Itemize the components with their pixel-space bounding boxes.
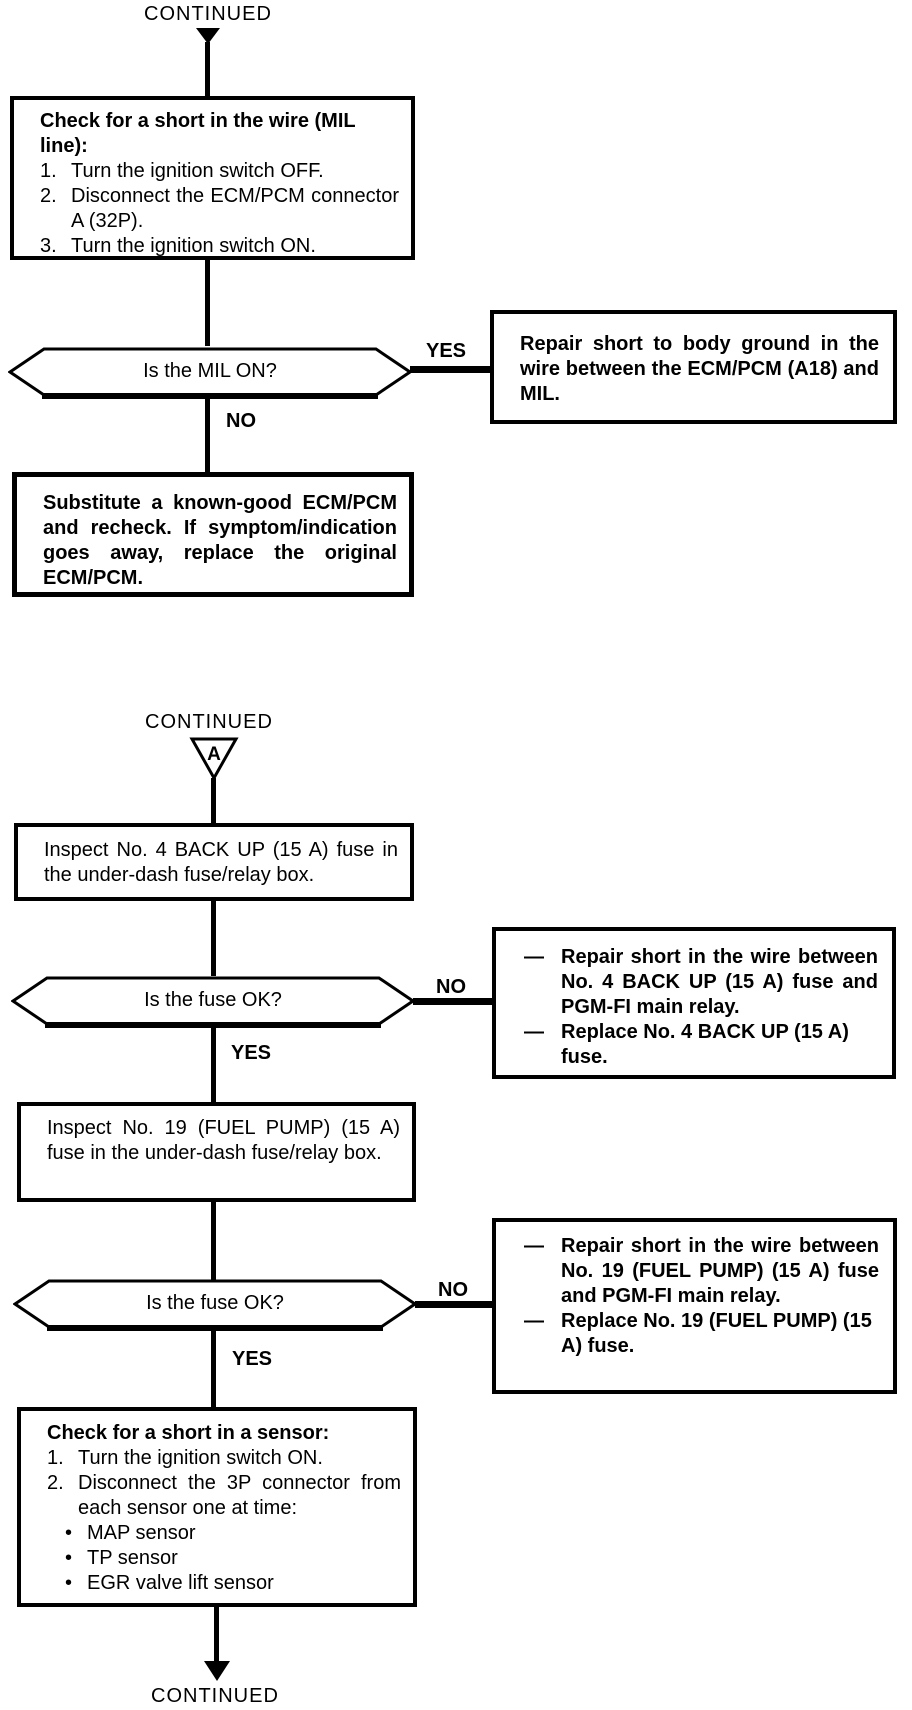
- dash-mark: —: [524, 1235, 544, 1257]
- yes-label: YES: [426, 340, 467, 362]
- step-text: Disconnect the 3P connector from each se…: [78, 1472, 401, 1519]
- action-text: Repair short in the wire between No. 4 B…: [561, 946, 878, 1018]
- connector-line: [211, 778, 216, 824]
- arrowhead-down-icon: [196, 28, 220, 44]
- bullet-icon: •: [65, 1572, 73, 1594]
- dash-mark: —: [524, 1310, 544, 1332]
- step-item: 2. Disconnect the ECM/PCM connector A (3…: [40, 184, 399, 234]
- dash-mark: —: [524, 1021, 544, 1043]
- step-text: Turn the ignition switch ON.: [71, 235, 316, 257]
- dash-item: — Repair short in the wire between No. 4…: [524, 945, 878, 1020]
- dash-item: — Repair short in the wire between No. 1…: [524, 1234, 879, 1309]
- bullet-text: TP sensor: [87, 1547, 178, 1569]
- decision-question: Is the fuse OK?: [146, 1292, 284, 1314]
- continued-top-label: CONTINUED: [144, 3, 272, 25]
- yes-label: YES: [232, 1348, 273, 1370]
- connector-line: [205, 398, 210, 472]
- step-number: 1.: [40, 160, 57, 182]
- action-text: Inspect No. 19 (FUEL PUMP) (15 A) fuse i…: [47, 1117, 400, 1164]
- check-sensor-short-box: Check for a short in a sensor: 1. Turn t…: [17, 1407, 417, 1607]
- continued-bottom-label: CONTINUED: [151, 1685, 279, 1707]
- connector-line: [205, 42, 210, 96]
- inspect-fuse4-box: Inspect No. 4 BACK UP (15 A) fuse in the…: [14, 823, 414, 901]
- action-text: Replace No. 4 BACK UP (15 A) fuse.: [561, 1021, 849, 1068]
- action-text: Inspect No. 4 BACK UP (15 A) fuse in the…: [44, 839, 398, 886]
- bullet-text: EGR valve lift sensor: [87, 1572, 274, 1594]
- fuse19-no-action-box: — Repair short in the wire between No. 1…: [492, 1218, 897, 1394]
- no-label: NO: [436, 976, 466, 998]
- step-text: Disconnect the ECM/PCM connector A (32P)…: [71, 185, 399, 232]
- step-item: 3. Turn the ignition switch ON.: [40, 234, 399, 259]
- step-text: Turn the ignition switch ON.: [78, 1447, 323, 1469]
- bullet-item: • EGR valve lift sensor: [65, 1571, 401, 1596]
- connector-line: [214, 1607, 219, 1663]
- box-title: Check for a short in the wire (MIL line)…: [40, 110, 356, 157]
- bullet-item: • TP sensor: [65, 1546, 401, 1571]
- box-title: Check for a short in a sensor:: [47, 1422, 330, 1444]
- step-item: 1. Turn the ignition switch OFF.: [40, 159, 399, 184]
- step-text: Turn the ignition switch OFF.: [71, 160, 324, 182]
- continued-mid-label: CONTINUED: [145, 711, 273, 733]
- bullet-icon: •: [65, 1547, 73, 1569]
- action-text: Repair short in the wire between No. 19 …: [561, 1235, 879, 1307]
- decision-question: Is the MIL ON?: [143, 360, 277, 382]
- step-item: 1. Turn the ignition switch ON.: [47, 1446, 401, 1471]
- yes-label: YES: [231, 1042, 272, 1064]
- fuse4-no-action-box: — Repair short in the wire between No. 4…: [492, 927, 896, 1079]
- connector-line: [211, 900, 216, 976]
- connector-line: [415, 1301, 492, 1308]
- step-number: 2.: [40, 185, 57, 207]
- connector-letter: A: [207, 744, 221, 765]
- bullet-item: • MAP sensor: [65, 1521, 401, 1546]
- step-item: 2. Disconnect the 3P connector from each…: [47, 1471, 401, 1521]
- connector-line: [211, 1330, 216, 1407]
- decision-hexagon: [11, 976, 415, 1028]
- decision-question: Is the fuse OK?: [144, 989, 282, 1011]
- step-number: 2.: [47, 1472, 64, 1494]
- repair-mil-short-box: Repair short to body ground in the wire …: [490, 310, 897, 424]
- connector-line: [413, 998, 492, 1005]
- action-text: Substitute a known-good ECM/PCM and rech…: [43, 492, 397, 589]
- action-text: Repair short to body ground in the wire …: [520, 333, 879, 405]
- connector-line: [211, 1202, 216, 1280]
- bullet-text: MAP sensor: [87, 1522, 196, 1544]
- dash-item: — Replace No. 4 BACK UP (15 A) fuse.: [524, 1020, 878, 1070]
- step-number: 3.: [40, 235, 57, 257]
- dash-item: — Replace No. 19 (FUEL PUMP) (15 A) fuse…: [524, 1309, 879, 1359]
- inspect-fuse19-box: Inspect No. 19 (FUEL PUMP) (15 A) fuse i…: [17, 1102, 416, 1202]
- connector-line: [211, 1028, 216, 1102]
- step-number: 1.: [47, 1447, 64, 1469]
- no-label: NO: [438, 1279, 468, 1301]
- action-text: Replace No. 19 (FUEL PUMP) (15 A) fuse.: [561, 1310, 872, 1357]
- check-mil-wire-box: Check for a short in the wire (MIL line)…: [10, 96, 415, 260]
- bullet-icon: •: [65, 1522, 73, 1544]
- arrowhead-down-icon: [204, 1661, 230, 1681]
- connector-a-triangle-icon: A: [189, 737, 239, 782]
- no-label: NO: [226, 410, 256, 432]
- substitute-ecm-box: Substitute a known-good ECM/PCM and rech…: [12, 472, 414, 597]
- dash-mark: —: [524, 946, 544, 968]
- connector-line: [410, 366, 492, 373]
- connector-line: [205, 260, 210, 346]
